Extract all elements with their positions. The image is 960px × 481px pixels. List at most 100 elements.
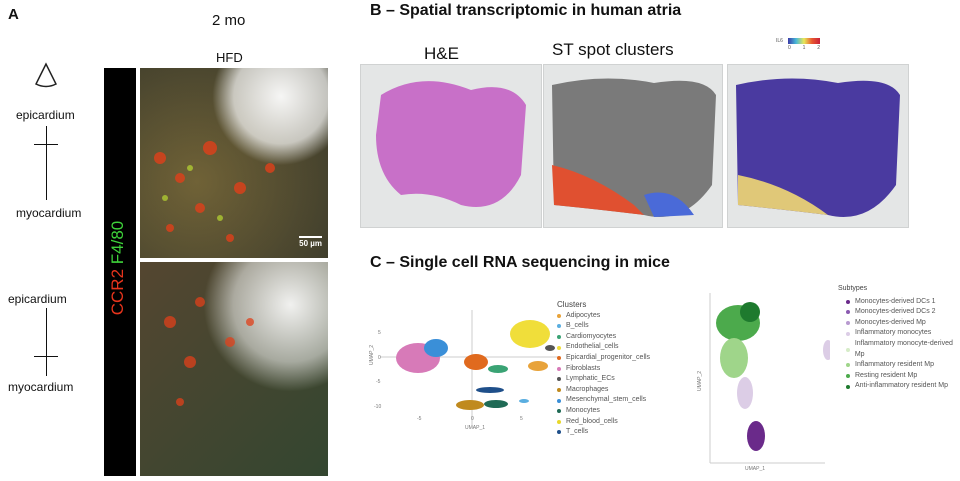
legend-label: Inflammatory monocyte-derived Mp	[854, 339, 953, 358]
legend-label: B_cells	[566, 322, 589, 330]
axis-line-2	[46, 308, 47, 376]
cluster-adipocytes	[528, 361, 548, 371]
legend-label: Monocytes-derived DCs 2	[855, 308, 936, 316]
legend-marker	[846, 363, 850, 368]
st-label: ST spot clusters	[552, 40, 674, 59]
myocardium-label-2: myocardium	[8, 380, 74, 394]
legend-title: Subtypes	[838, 285, 868, 292]
legend-item: Adipocytes	[557, 311, 650, 322]
cluster-inflammatory-mono-mp	[737, 377, 753, 409]
umap-subtypes-plot	[709, 293, 830, 464]
legend-item: Monocytes	[557, 406, 650, 417]
colorbar-tick: 2	[817, 45, 820, 51]
legend-label: Monocytes	[566, 406, 600, 414]
eye-icon	[34, 62, 58, 88]
y-tick: -5	[376, 379, 381, 385]
condition-label: HFD	[216, 50, 243, 65]
x-tick: 0	[471, 416, 474, 422]
axis-tick-2	[34, 356, 58, 357]
legend-label: Resting resident Mp	[855, 371, 918, 379]
x-tick: -5	[417, 416, 422, 422]
panel-c-title: C – Single cell RNA sequencing in mice	[370, 254, 670, 271]
epicardium-label-2: epicardium	[8, 292, 67, 306]
legend-label: Cardiomyocytes	[566, 332, 617, 340]
cluster-tcells	[476, 387, 504, 393]
axis-line-1	[46, 126, 47, 200]
legend-label: Red_blood_cells	[566, 417, 618, 425]
st-clusters-tile	[543, 64, 723, 228]
legend-item: Endothelial_cells	[557, 342, 650, 353]
cluster-anti-inflammatory	[740, 302, 760, 322]
axis-tick-1	[34, 144, 58, 145]
legend-marker	[557, 356, 561, 361]
colorbar	[788, 38, 820, 44]
legend-marker	[557, 409, 561, 414]
epicardium-label-1: epicardium	[16, 108, 75, 122]
legend-marker	[557, 388, 561, 393]
cluster-inflammatory-resident	[720, 338, 748, 378]
legend-marker	[846, 310, 850, 315]
legend-item: Resting resident Mp	[846, 371, 960, 382]
legend-label: Lymphatic_ECs	[566, 375, 615, 383]
colorbar-tick: 1	[802, 45, 806, 51]
legend-marker	[557, 324, 561, 329]
he-label: H&E	[424, 44, 459, 63]
he-tile	[360, 64, 542, 228]
cluster-bcells	[519, 399, 529, 403]
micrograph-bottom	[140, 262, 328, 476]
legend-item: Cardiomyocytes	[557, 332, 650, 343]
colorbar-tick: 0	[788, 45, 791, 51]
scale-bar: 50 µm	[299, 236, 322, 248]
legend-label: Epicardial_progenitor_cells	[566, 353, 651, 361]
x-tick: 5	[520, 416, 523, 422]
legend-item: Inflammatory monocyte-derived Mp	[846, 339, 960, 360]
umap-clusters-plot	[380, 310, 560, 425]
age-label: 2 mo	[212, 12, 246, 29]
legend-marker	[557, 313, 561, 318]
legend-item: Mesenchymal_stem_cells	[557, 395, 650, 406]
legend-title: Clusters	[557, 300, 587, 309]
legend-item: Macrophages	[557, 385, 650, 396]
legend-marker	[846, 321, 850, 326]
cluster-mono-dcs1	[747, 421, 765, 451]
y-axis-label-2: UMAP_2	[697, 370, 704, 392]
legend-label: Anti-inflammatory resident Mp	[855, 382, 948, 390]
f480-label: F4/80	[108, 220, 127, 265]
legend-item: Inflammatory resident Mp	[846, 360, 960, 371]
legend-label: Monocytes-derived DCs 1	[855, 297, 936, 305]
legend-marker	[557, 377, 561, 382]
ccr2-label: CCR2	[108, 268, 127, 316]
cluster-epicardial	[464, 354, 488, 370]
il6-tile	[727, 64, 909, 228]
x-axis-label: UMAP_1	[465, 425, 486, 431]
legend-label: T_cells	[566, 428, 589, 436]
y-tick: 0	[378, 355, 381, 361]
legend-item: Inflammatory monocytes	[846, 328, 960, 339]
colorbar-label: IL6	[776, 38, 783, 44]
legend-label: Mesenchymal_stem_cells	[566, 396, 647, 404]
legend-marker	[557, 335, 561, 340]
x-axis-label-2: UMAP_1	[745, 466, 766, 472]
legend-marker	[557, 419, 561, 424]
legend-item: T_cells	[557, 427, 650, 438]
legend-item: Monocytes-derived DCs 2	[846, 307, 960, 318]
cluster-macrophages	[456, 400, 484, 410]
legend-marker	[557, 430, 561, 435]
cluster-endothelial	[510, 320, 550, 348]
legend-label: Inflammatory resident Mp	[855, 361, 934, 369]
legend-label: Inflammatory monocytes	[855, 329, 932, 337]
cluster-mesenchymal	[424, 339, 448, 357]
legend-item: Lymphatic_ECs	[557, 374, 650, 385]
legend-marker	[557, 345, 561, 350]
legend-item: Anti-inflammatory resident Mp	[846, 381, 960, 392]
legend-marker	[846, 384, 850, 389]
legend-item: Monocytes-derived Mp	[846, 318, 960, 329]
legend-label: Macrophages	[566, 385, 609, 393]
legend-item: Monocytes-derived DCs 1	[846, 297, 960, 308]
micrograph-top: 50 µm	[140, 68, 328, 258]
legend-item: Epicardial_progenitor_cells	[557, 353, 650, 364]
panel-b-title: B – Spatial transcriptomic in human atri…	[370, 2, 682, 19]
legend-marker	[557, 366, 561, 371]
y-tick: 5	[378, 330, 381, 336]
legend-label: Adipocytes	[566, 311, 601, 319]
